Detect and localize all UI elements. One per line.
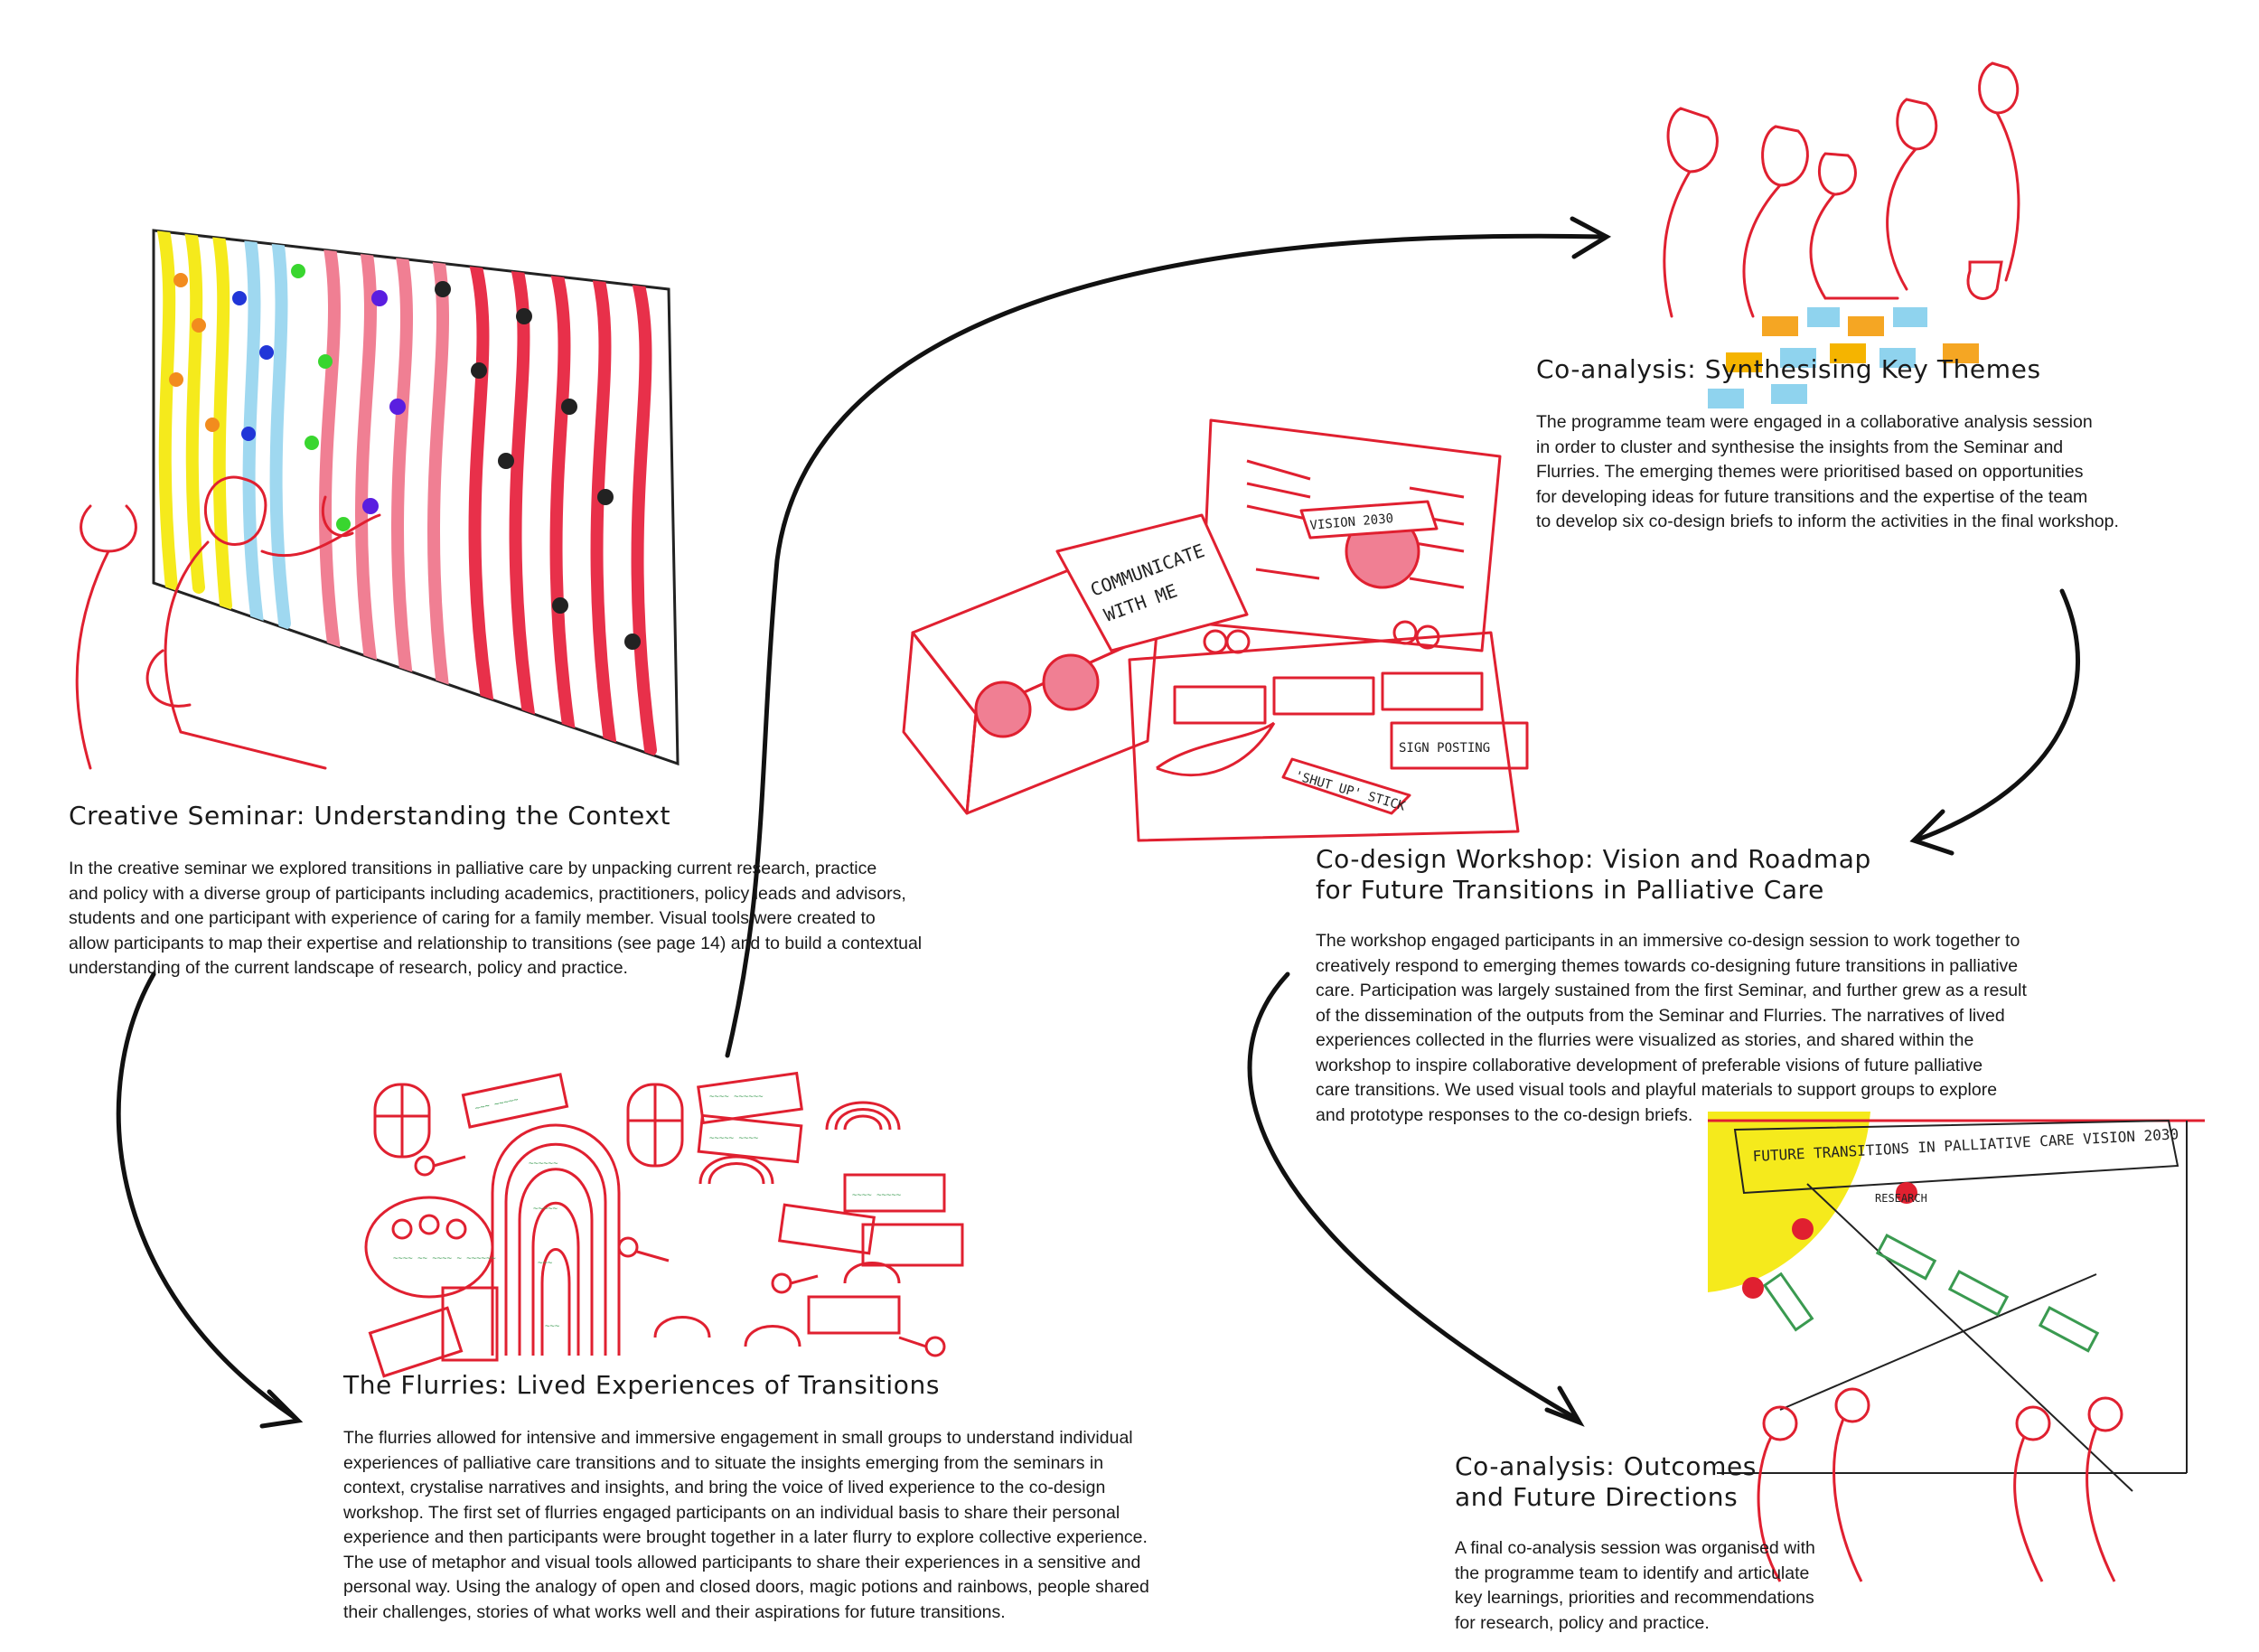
creative-seminar-body: In the creative seminar we explored tran… (69, 857, 922, 981)
body-line: allow participants to map their expertis… (69, 933, 923, 953)
flurries-section: The Flurries: Lived Experiences of Trans… (343, 1370, 1149, 1625)
svg-text:~~~~ ~~ ~~~~ ~ ~~~~~~: ~~~~ ~~ ~~~~ ~ ~~~~~~ (393, 1254, 496, 1263)
research-label-text: RESEARCH (1875, 1192, 1927, 1205)
sign-posting-text: SIGN POSTING (1399, 741, 1490, 756)
creative-seminar-section: Creative Seminar: Understanding the Cont… (69, 801, 922, 981)
body-line: The programme team were engaged in a col… (1536, 412, 2093, 432)
svg-text:~~~~~ ~~~~: ~~~~~ ~~~~ (709, 1134, 759, 1143)
arrow-coanalysis-to-workshop (1917, 588, 2081, 841)
vision-board-illustration: FUTURE TRANSITIONS IN PALLIATIVE CARE VI… (1708, 1112, 2205, 1582)
svg-text:~~~: ~~~ (538, 1259, 553, 1268)
arrow-workshop-to-outcomes (1247, 971, 1579, 1422)
body-line: creatively respond to emerging themes to… (1316, 955, 2019, 976)
body-line: for research, policy and practice. (1455, 1612, 1710, 1633)
flurries-title: The Flurries: Lived Experiences of Trans… (343, 1370, 941, 1400)
body-line: of the dissemination of the outputs from… (1316, 1005, 2005, 1026)
svg-text:~~~~ ~~~~~: ~~~~ ~~~~~ (852, 1191, 902, 1200)
body-line: the programme team to identify and artic… (1455, 1563, 1810, 1583)
body-line: and prototype responses to the co-design… (1316, 1104, 1693, 1125)
coanalysis-outcomes-body: A final co-analysis session was organise… (1455, 1536, 1815, 1636)
body-line: in order to cluster and synthesise the i… (1536, 436, 2064, 457)
svg-text:~~~~~~: ~~~~~~ (529, 1159, 558, 1169)
body-line: key learnings, priorities and recommenda… (1455, 1588, 1814, 1608)
coanalysis-themes-title: Co-analysis: Synthesising Key Themes (1536, 354, 2041, 384)
flurries-body: The flurries allowed for intensive and i… (343, 1426, 1149, 1625)
body-line: The use of metaphor and visual tools all… (343, 1552, 1141, 1572)
codesign-workshop-body: The workshop engaged participants in an … (1316, 929, 2027, 1128)
body-line: The flurries allowed for intensive and i… (343, 1428, 1133, 1448)
workshop-toolbox-illustration: COMMUNICATE WITH ME VISION 2030 SIGN POS… (902, 418, 1529, 842)
coanalysis-themes-section: Co-analysis: Synthesising Key Themes The… (1536, 354, 2119, 535)
title-line: Co-design Workshop: Vision and Roadmap (1316, 844, 1871, 874)
coanalysis-team-illustration (1663, 61, 2020, 408)
body-line: experience and then participants were br… (343, 1527, 1148, 1547)
body-line: personal way. Using the analogy of open … (343, 1577, 1149, 1597)
flurries-metaphor-illustration: ~~~ ~~~~~ ~~~~ ~~~~~~ ~~~~~ ~~~~ ~~~~ ~~… (364, 1071, 964, 1378)
body-line: their challenges, stories of what works … (343, 1601, 1006, 1622)
body-line: for developing ideas for future transiti… (1536, 486, 2088, 507)
body-line: students and one participant with experi… (69, 908, 876, 928)
body-line: workshop. The first set of flurries enga… (343, 1502, 1120, 1523)
body-line: Flurries. The emerging themes were prior… (1536, 462, 2084, 482)
coanalysis-outcomes-section: Co-analysis: Outcomes and Future Directi… (1455, 1451, 1815, 1636)
sticky-notes (1708, 307, 1979, 408)
body-line: The workshop engaged participants in an … (1316, 931, 2020, 951)
seminar-wall-illustration (75, 229, 680, 770)
body-line: A final co-analysis session was organise… (1455, 1538, 1815, 1558)
title-line: and Future Directions (1455, 1482, 1739, 1512)
body-line: context, crystalise narratives and insig… (343, 1478, 1106, 1497)
shut-up-stick-text: 'SHUT UP' STICK (1293, 768, 1407, 813)
codesign-workshop-section: Co-design Workshop: Vision and Roadmap f… (1316, 844, 2027, 1128)
codesign-workshop-title: Co-design Workshop: Vision and Roadmap f… (1316, 844, 2027, 906)
svg-text:~~~~~: ~~~~~ (533, 1205, 558, 1214)
body-line: understanding of the current landscape o… (69, 958, 628, 978)
arrow-flurries-to-coanalysis (725, 233, 1607, 1058)
body-line: workshop to inspire collaborative develo… (1316, 1055, 1983, 1075)
body-line: In the creative seminar we explored tran… (69, 859, 877, 878)
body-line: care transitions. We used visual tools a… (1316, 1080, 1998, 1100)
arrow-seminar-to-flurries (116, 971, 296, 1420)
svg-text:~~~~ ~~~~~~: ~~~~ ~~~~~~ (709, 1093, 764, 1102)
body-line: to develop six co-design briefs to infor… (1536, 512, 2119, 531)
svg-text:~~~: ~~~ (545, 1322, 560, 1331)
body-line: experiences of palliative care transitio… (343, 1452, 1104, 1473)
body-line: care. Participation was largely sustaine… (1316, 981, 2027, 1000)
title-line: Co-analysis: Outcomes (1455, 1451, 1757, 1481)
people-sketch (75, 475, 381, 770)
svg-text:~~~ ~~~~~: ~~~ ~~~~~ (474, 1095, 520, 1113)
coanalysis-outcomes-title: Co-analysis: Outcomes and Future Directi… (1455, 1451, 1815, 1513)
body-line: and policy with a diverse group of parti… (69, 883, 906, 904)
creative-seminar-title: Creative Seminar: Understanding the Cont… (69, 801, 671, 831)
title-line: for Future Transitions in Palliative Car… (1316, 875, 1824, 905)
body-line: experiences collected in the flurries we… (1316, 1030, 1974, 1050)
sticker-dots (169, 264, 641, 650)
coanalysis-themes-body: The programme team were engaged in a col… (1536, 410, 2119, 535)
